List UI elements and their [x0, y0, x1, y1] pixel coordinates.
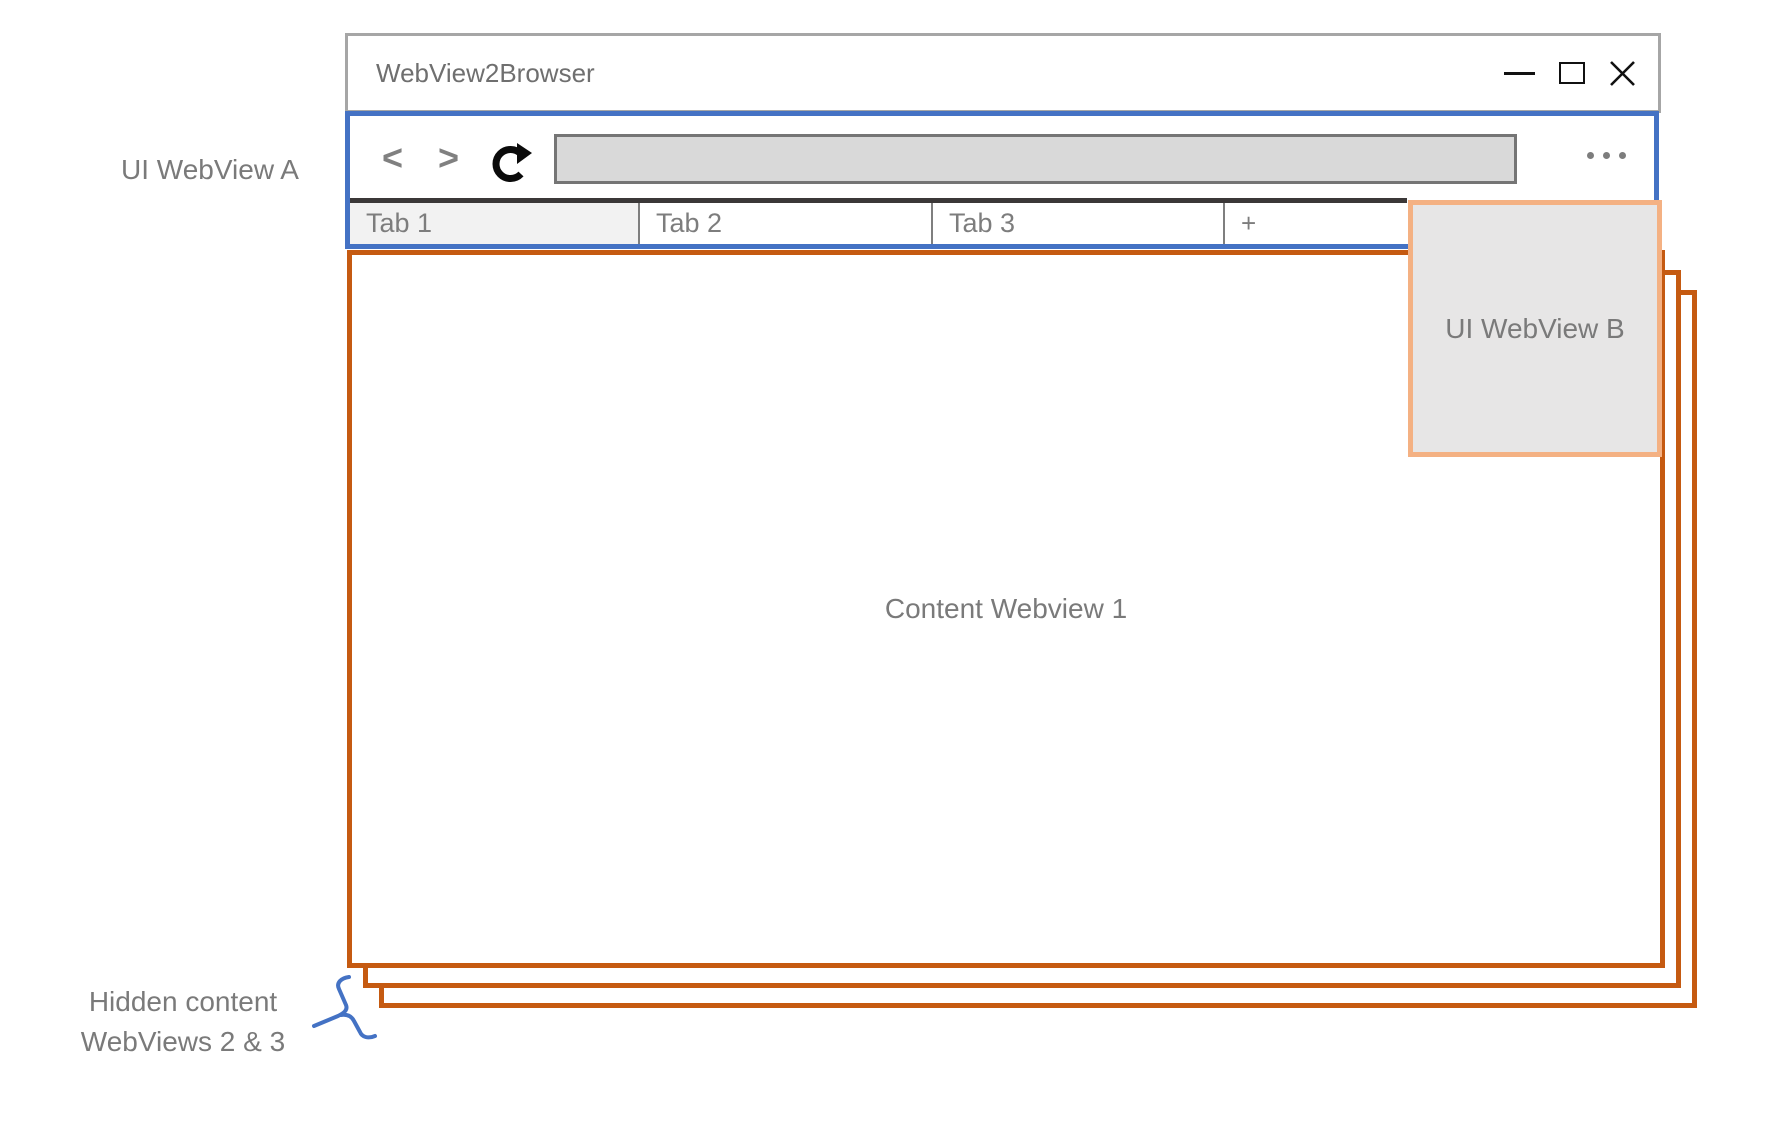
- forward-button[interactable]: >: [438, 137, 460, 178]
- hidden-webviews-label: Hidden content WebViews 2 & 3: [48, 982, 318, 1062]
- ui-webview-a-region: < > Tab 1 Tab 2 Tab 3 +: [345, 111, 1659, 249]
- tab-2[interactable]: Tab 2: [640, 203, 933, 244]
- browser-window-title-bar: WebView2Browser: [345, 33, 1661, 113]
- curly-brace-icon: [312, 975, 377, 1040]
- ellipsis-menu-icon[interactable]: [1587, 152, 1626, 159]
- ui-webview-b-label: UI WebView B: [1445, 312, 1625, 344]
- close-icon[interactable]: [1609, 60, 1636, 87]
- hidden-webviews-label-line2: WebViews 2 & 3: [80, 1026, 286, 1057]
- reload-icon[interactable]: [488, 142, 532, 188]
- back-button[interactable]: <: [382, 137, 404, 178]
- tab-1[interactable]: Tab 1: [350, 203, 640, 244]
- window-title: WebView2Browser: [376, 57, 595, 88]
- ui-webview-a-label: UI WebView A: [121, 154, 299, 185]
- address-bar-input[interactable]: [554, 134, 1517, 184]
- tab-3[interactable]: Tab 3: [933, 203, 1225, 244]
- tab-strip-top-border: [350, 198, 1407, 203]
- maximize-icon[interactable]: [1559, 62, 1585, 84]
- ui-webview-b-region: UI WebView B: [1408, 200, 1662, 457]
- window-controls: [1504, 36, 1636, 110]
- minimize-icon[interactable]: [1504, 71, 1535, 75]
- content-webview-1-label: Content Webview 1: [884, 593, 1128, 624]
- hidden-webviews-label-line1: Hidden content: [88, 986, 278, 1017]
